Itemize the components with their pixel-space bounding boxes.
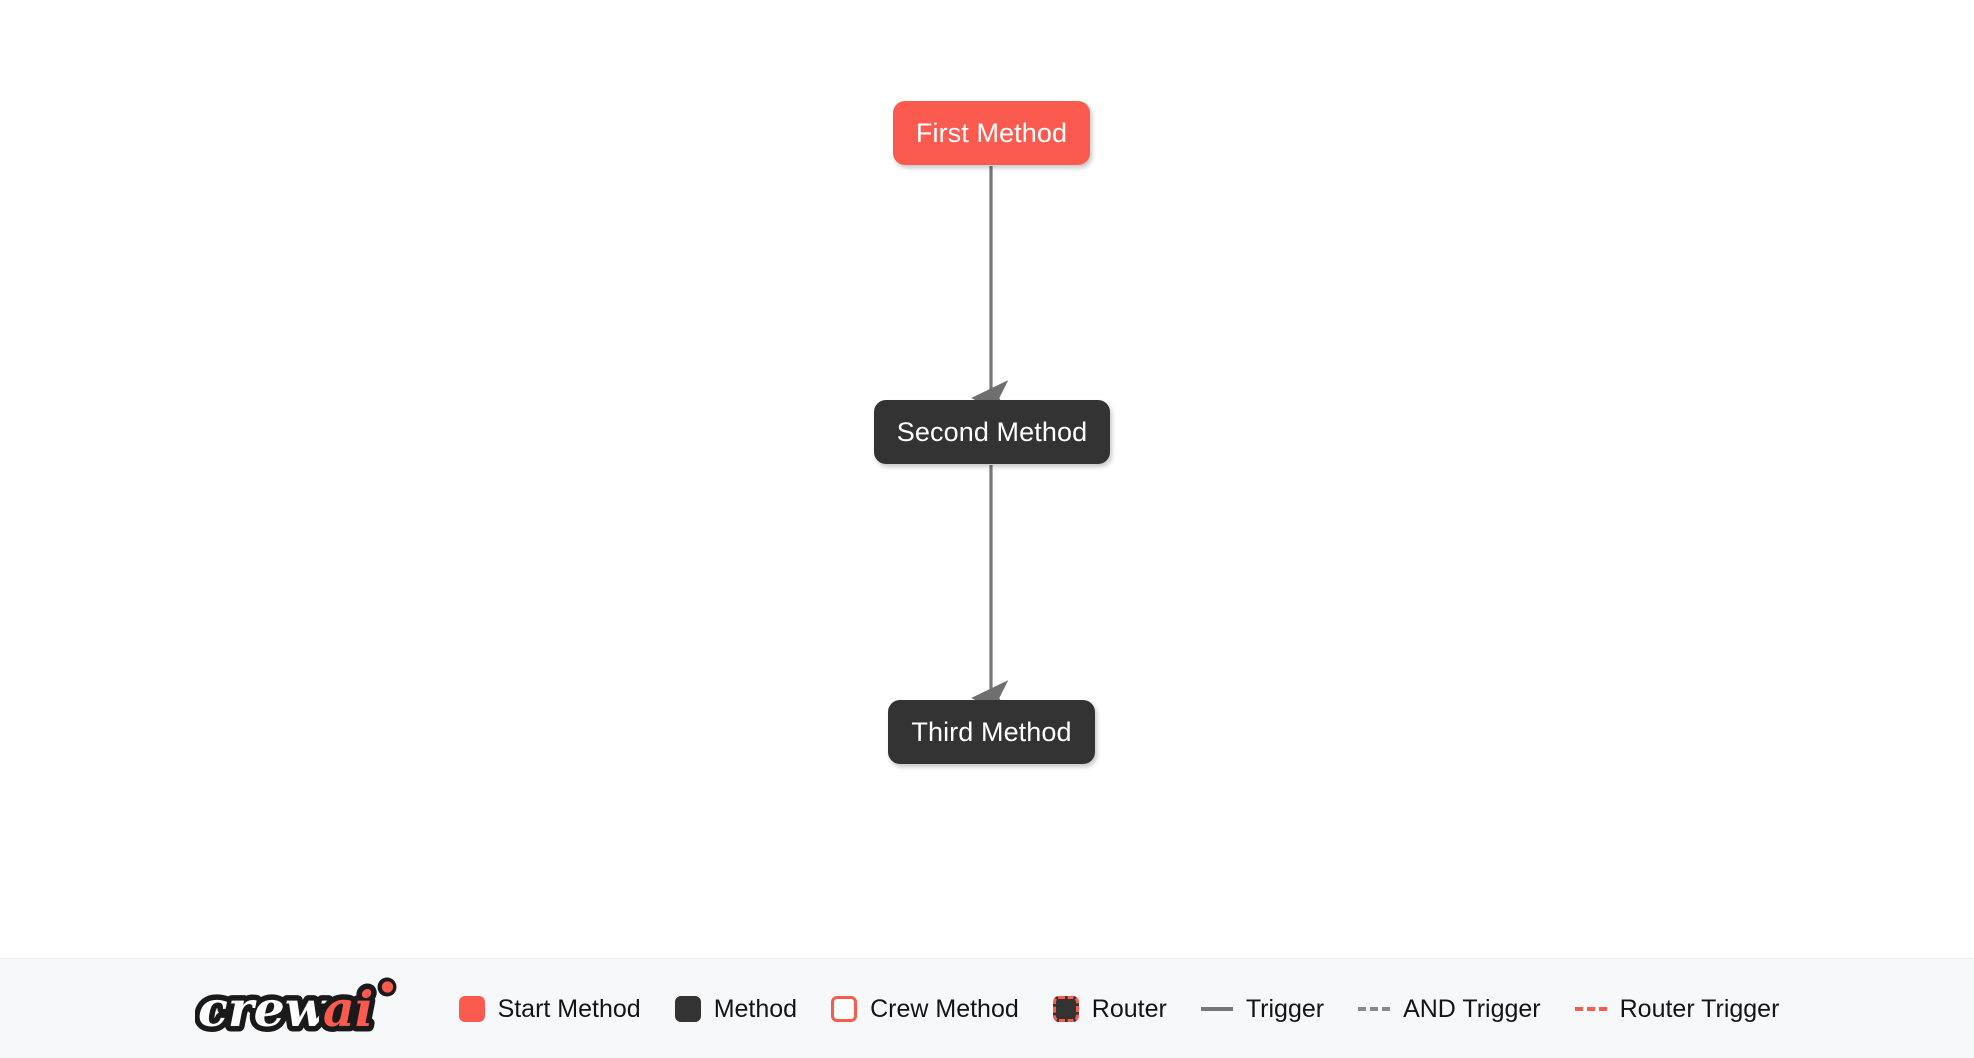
- legend-bar: crew crew ai ai Start Method Method Crew M…: [0, 958, 1974, 1058]
- legend-method-label: Method: [713, 995, 798, 1023]
- legend-crew-method-label: Crew Method: [870, 995, 1019, 1023]
- legend-crew-method-swatch-icon: [831, 995, 858, 1022]
- svg-text:crew: crew: [198, 980, 329, 1038]
- legend-router[interactable]: Router: [1052, 995, 1167, 1023]
- legend-router-trigger-line-icon: [1574, 1006, 1607, 1011]
- legend-crew-method[interactable]: Crew Method: [831, 995, 1019, 1023]
- legend-method-swatch-icon: [674, 995, 701, 1022]
- edge-layer: [971, 166, 1009, 716]
- legend-trigger-label: Trigger: [1245, 995, 1325, 1023]
- svg-text:ai: ai: [323, 980, 373, 1038]
- flow-node-first[interactable]: First Method: [893, 101, 1090, 165]
- flow-node-third[interactable]: Third Method: [888, 700, 1095, 764]
- legend-router-label: Router: [1091, 995, 1167, 1023]
- legend-and-trigger[interactable]: AND Trigger: [1358, 995, 1541, 1023]
- legend-and-trigger-line-icon: [1358, 1006, 1391, 1011]
- flow-node-label: First Method: [915, 117, 1068, 148]
- legend-method[interactable]: Method: [674, 995, 798, 1023]
- legend-router-trigger-label: Router Trigger: [1619, 995, 1780, 1023]
- legend-inner: crew crew ai ai Start Method Method Crew M…: [195, 976, 1780, 1042]
- legend-start-method-label: Start Method: [497, 995, 641, 1023]
- flow-node-second[interactable]: Second Method: [874, 400, 1110, 464]
- legend-trigger-line-icon: [1200, 1006, 1233, 1011]
- svg-text:crew: crew: [198, 980, 329, 1038]
- legend-and-trigger-label: AND Trigger: [1403, 995, 1541, 1023]
- svg-text:ai: ai: [323, 980, 373, 1038]
- legend-start-method[interactable]: Start Method: [458, 995, 641, 1023]
- legend-router-trigger[interactable]: Router Trigger: [1574, 995, 1780, 1023]
- legend-router-swatch-icon: [1052, 995, 1079, 1022]
- legend-trigger[interactable]: Trigger: [1200, 995, 1325, 1023]
- crewai-logo: crew crew ai ai: [195, 976, 397, 1042]
- legend-start-method-swatch-icon: [458, 995, 485, 1022]
- flow-node-label: Third Method: [911, 716, 1072, 747]
- legend-items: Start Method Method Crew Method Router Trigg…: [458, 995, 1780, 1023]
- flow-node-label: Second Method: [896, 416, 1088, 447]
